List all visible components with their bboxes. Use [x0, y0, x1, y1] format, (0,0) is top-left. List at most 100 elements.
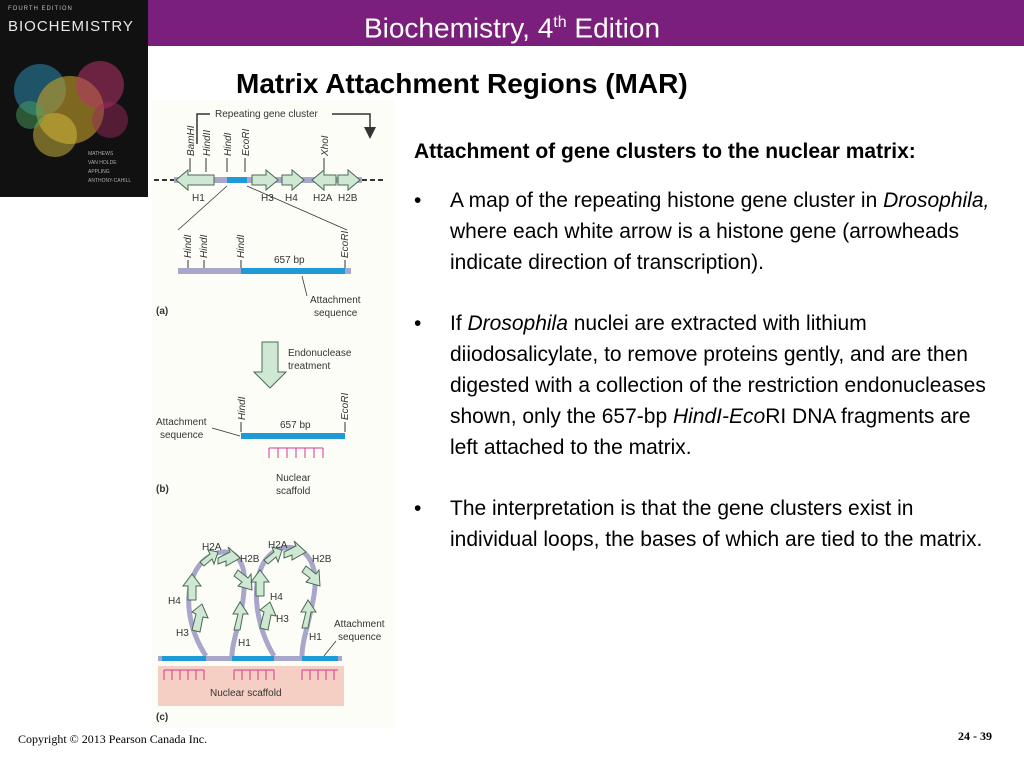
loop-label-h4-2: H4 [270, 592, 283, 603]
zoom-line-right [246, 185, 348, 231]
loop-attachment-3 [302, 656, 338, 661]
loop-gene-arrow [232, 601, 249, 631]
treatment-arrow [252, 341, 288, 389]
loop-gene-arrow [233, 569, 253, 591]
attachment-label-b-2: sequence [160, 430, 204, 441]
zoom-line-left [177, 185, 228, 231]
loop-label-h3-2: H3 [276, 614, 289, 625]
cluster-bracket-right [332, 113, 376, 139]
gene-arrow-h1 [175, 168, 215, 192]
dna-loop-2 [253, 544, 318, 658]
figure-panel: Repeating gene cluster BamHI HindII Hind… [152, 100, 394, 728]
gene-arrow-h2a [311, 168, 337, 192]
scaffold-label-b-1: Nuclear [276, 473, 311, 484]
site2-hindi-2: HindI [199, 234, 210, 258]
gene-label-h3: H3 [261, 193, 274, 204]
mar-figure: Repeating gene cluster BamHI HindII Hind… [154, 109, 385, 723]
dna-fragment-end [345, 268, 351, 274]
panel-label-c: (c) [156, 712, 168, 723]
cluster-bracket-left [196, 113, 210, 136]
dna-fragment [178, 268, 241, 274]
dna-loop-1 [186, 549, 247, 658]
loop-label-h2a-1: H2A [202, 542, 222, 553]
loop-gene-arrow [199, 549, 219, 567]
bullet-symbol: • [414, 497, 422, 520]
bullet-item: • A map of the repeating histone gene cl… [414, 185, 994, 278]
site-ecori: EcoRI [241, 129, 252, 156]
attachment-label-b-1: Attachment [156, 417, 207, 428]
scaffold-label-b-2: scaffold [276, 486, 310, 497]
panel-label-a: (a) [156, 306, 168, 317]
attachment-label-c-1: Attachment [334, 619, 385, 630]
nuclear-scaffold [158, 666, 344, 706]
site-xhoi: XhoI [320, 135, 331, 157]
loop-gene-arrow [217, 546, 241, 567]
gene-arrow-h3 [251, 168, 279, 192]
cover-authors: MATHEWS VAN HOLDE APPLING ANTHONY-CAHILL [88, 151, 132, 184]
bullet-item: • If Drosophila nuclei are extracted wit… [414, 308, 994, 463]
panel-label-b: (b) [156, 484, 169, 495]
attachment-pointer-b [211, 427, 241, 437]
loop-label-h3-1: H3 [176, 628, 189, 639]
gene-arrow-h4 [281, 168, 305, 192]
scaffold-ticks-c [163, 669, 338, 680]
loop-gene-arrow [283, 540, 307, 561]
cover-title: BIOCHEMISTRY [8, 18, 134, 35]
loop-gene-arrow [182, 573, 202, 601]
content-heading: Attachment of gene clusters to the nucle… [414, 140, 916, 163]
gene-label-h2b: H2B [338, 193, 358, 204]
loop-label-h2b-1: H2B [240, 554, 260, 565]
copyright-footer: Copyright © 2013 Pearson Canada Inc. [18, 732, 208, 746]
cover-edition: FOURTH EDITION [8, 6, 73, 12]
site-hindi: HindI [223, 132, 234, 156]
site-b-hindi: HindI [237, 396, 248, 420]
attachment-fragment-b [241, 433, 345, 439]
bullet-symbol: • [414, 312, 422, 335]
site-b-ecori: EcoRI [340, 393, 351, 420]
attachment-label-a-1: Attachment [310, 295, 361, 306]
loop-attachment-2 [232, 656, 274, 661]
page-number: 24 - 39 [958, 729, 992, 743]
gene-label-h4: H4 [285, 193, 298, 204]
attachment-segment [227, 177, 247, 183]
loop-attachment-1 [162, 656, 206, 661]
attachment-pointer-c [323, 640, 337, 657]
length-657: 657 bp [274, 255, 305, 266]
site-bamhi: BamHI [186, 125, 197, 156]
content-text: Attachment of gene clusters to the nucle… [414, 136, 994, 585]
site-hindii: HindII [202, 130, 213, 156]
site2-hindi-3: HindI [236, 234, 247, 258]
loop-gene-arrow [250, 569, 270, 597]
loop-label-h1-1: H1 [238, 638, 251, 649]
attachment-pointer [301, 275, 308, 297]
loop-label-h2b-2: H2B [312, 554, 332, 565]
attachment-label-c-2: sequence [338, 632, 382, 643]
loop-gene-arrow [301, 565, 321, 587]
loop-gene-arrow [263, 546, 283, 565]
treatment-label-1: Endonuclease [288, 348, 352, 359]
loop-label-h4-1: H4 [168, 596, 181, 607]
book-cover-image: FOURTH EDITION BIOCHEMISTRY MATHEWS VAN … [0, 0, 148, 197]
bullet-symbol: • [414, 189, 422, 212]
scaffold-label-c: Nuclear scaffold [210, 688, 282, 699]
gene-label-h1: H1 [192, 193, 205, 204]
header-bar [0, 0, 1024, 46]
length-b-657: 657 bp [280, 420, 311, 431]
loop-gene-arrow [259, 601, 277, 631]
treatment-label-2: treatment [288, 361, 330, 372]
attachment-label-a-2: sequence [314, 308, 358, 319]
scaffold-ticks-b [268, 447, 324, 458]
loop-label-h1-2: H1 [309, 632, 322, 643]
cluster-label: Repeating gene cluster [215, 109, 319, 120]
loop-gene-arrow [191, 603, 209, 633]
protein-structure-illustration [14, 61, 128, 157]
bullet-item: • The interpretation is that the gene cl… [414, 493, 994, 555]
attachment-fragment-657 [241, 268, 345, 274]
book-title: Biochemistry, 4th Edition [363, 12, 661, 44]
site2-hindi-1: HindI [183, 234, 194, 258]
site2-ecori: EcoRI [340, 231, 351, 258]
gene-label-h2a: H2A [313, 193, 333, 204]
slide-title: Matrix Attachment Regions (MAR) [236, 68, 688, 99]
loop-gene-arrow [300, 599, 317, 629]
gene-arrow-h2b [337, 168, 361, 192]
